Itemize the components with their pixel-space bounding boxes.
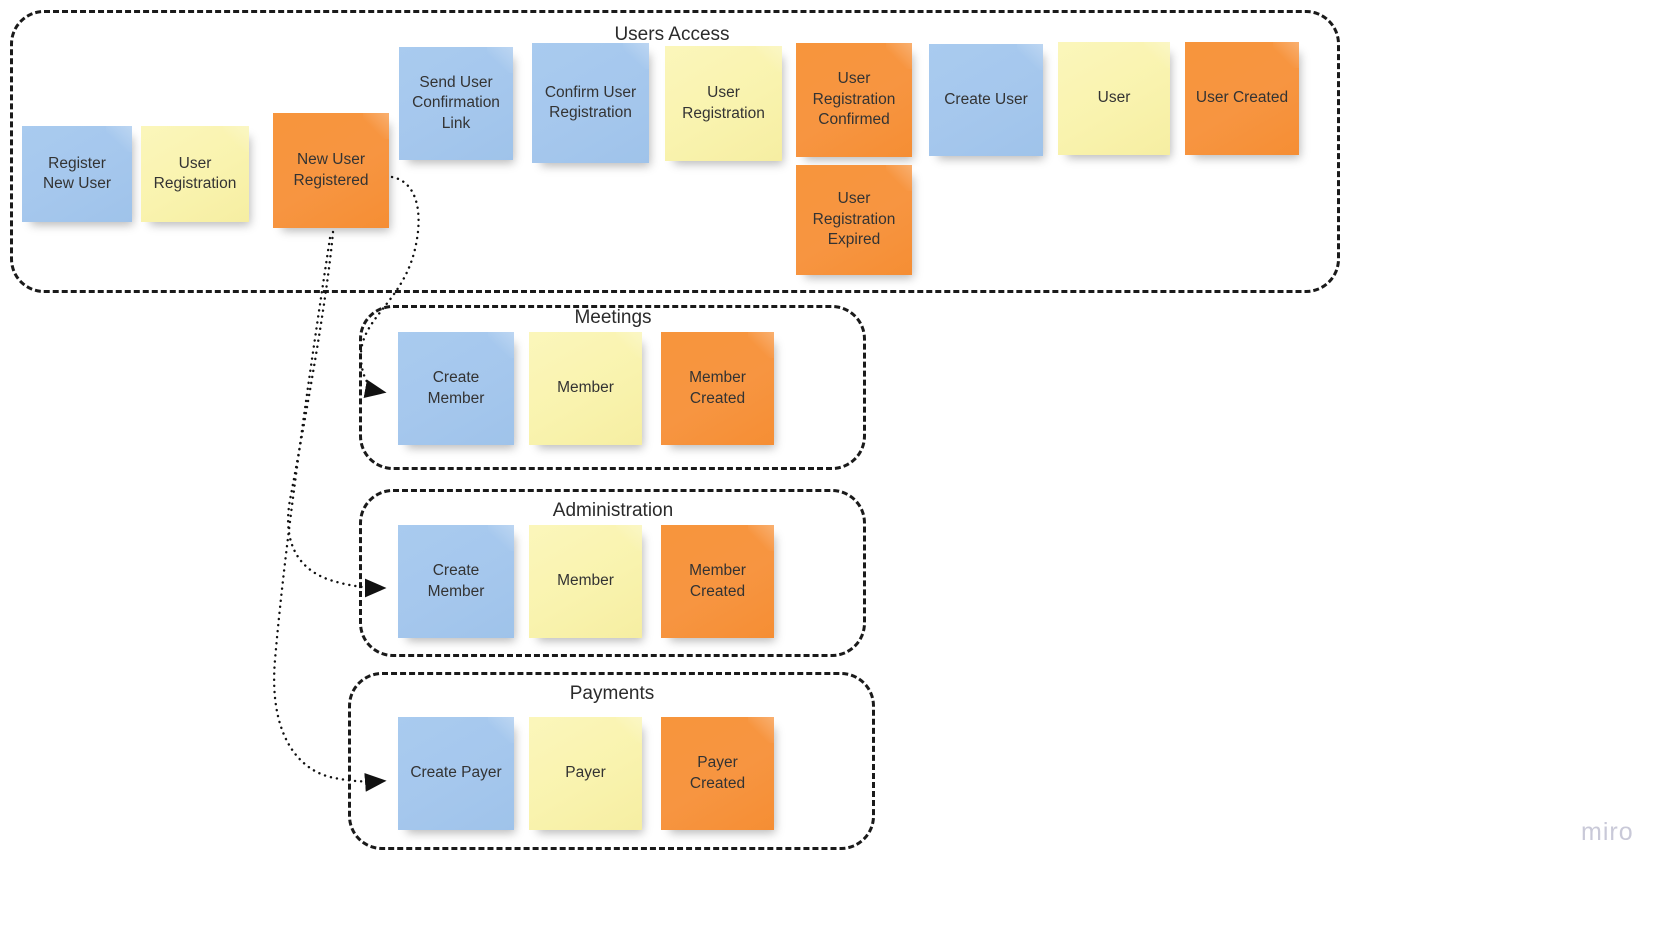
sticky-note-label: Payer (565, 764, 606, 782)
sticky-note-label: User Created (1195, 89, 1289, 107)
sticky-note-label: User Registration (153, 154, 237, 192)
sticky-note-payer-created[interactable]: Payer Created (661, 717, 774, 830)
sticky-note-label: User Registration Confirmed (812, 70, 896, 129)
sticky-note-confirm-user-registration[interactable]: Confirm User Registration (532, 43, 649, 163)
sticky-note-label: Member Created (689, 562, 746, 600)
sticky-note-label: Create Member (427, 562, 485, 600)
group-title-users-access: Users Access (614, 24, 730, 45)
sticky-note-label: Register New User (42, 154, 112, 192)
sticky-note-payer[interactable]: Payer (529, 717, 642, 830)
sticky-note-label: User (1097, 89, 1131, 107)
sticky-note-label: Create Member (427, 369, 485, 407)
group-title-administration: Administration (552, 500, 674, 521)
miro-watermark: miro (1581, 818, 1634, 846)
sticky-note-member-created-meetings[interactable]: Member Created (661, 332, 774, 445)
sticky-note-user[interactable]: User (1058, 42, 1170, 155)
sticky-note-create-member-administration[interactable]: Create Member (398, 525, 514, 638)
sticky-note-send-user-confirmation-link[interactable]: Send User Confirmation Link (399, 47, 513, 160)
sticky-note-user-registration-1[interactable]: User Registration (141, 126, 249, 222)
sticky-note-create-payer[interactable]: Create Payer (398, 717, 514, 830)
sticky-note-user-registration-expired[interactable]: User Registration Expired (796, 165, 912, 275)
sticky-note-label: New User Registered (293, 151, 369, 189)
sticky-note-member-administration[interactable]: Member (529, 525, 642, 638)
sticky-note-label: Confirm User Registration (544, 83, 637, 121)
sticky-note-create-member-meetings[interactable]: Create Member (398, 332, 514, 445)
sticky-note-create-user[interactable]: Create User (929, 44, 1043, 156)
sticky-note-register-new-user[interactable]: Register New User (22, 126, 132, 222)
sticky-note-label: Send User Confirmation Link (412, 73, 500, 132)
group-title-payments: Payments (569, 683, 655, 704)
sticky-note-member-meetings[interactable]: Member (529, 332, 642, 445)
sticky-note-user-created[interactable]: User Created (1185, 42, 1299, 155)
sticky-note-label: Member Created (689, 369, 746, 407)
sticky-note-label: Create User (944, 90, 1028, 108)
sticky-note-member-created-administration[interactable]: Member Created (661, 525, 774, 638)
sticky-note-label: User Registration (682, 84, 765, 122)
sticky-note-label: Member (557, 379, 614, 397)
sticky-note-label: Payer Created (689, 754, 746, 792)
group-title-meetings: Meetings (574, 307, 652, 328)
sticky-note-label: Create Payer (410, 764, 502, 782)
sticky-note-new-user-registered[interactable]: New User Registered (273, 113, 389, 228)
sticky-note-label: Member (557, 572, 614, 590)
sticky-note-label: User Registration Expired (812, 190, 896, 249)
group-users-access[interactable] (10, 10, 1340, 293)
sticky-note-user-registration-2[interactable]: User Registration (665, 46, 782, 161)
sticky-note-user-registration-confirmed[interactable]: User Registration Confirmed (796, 43, 912, 157)
